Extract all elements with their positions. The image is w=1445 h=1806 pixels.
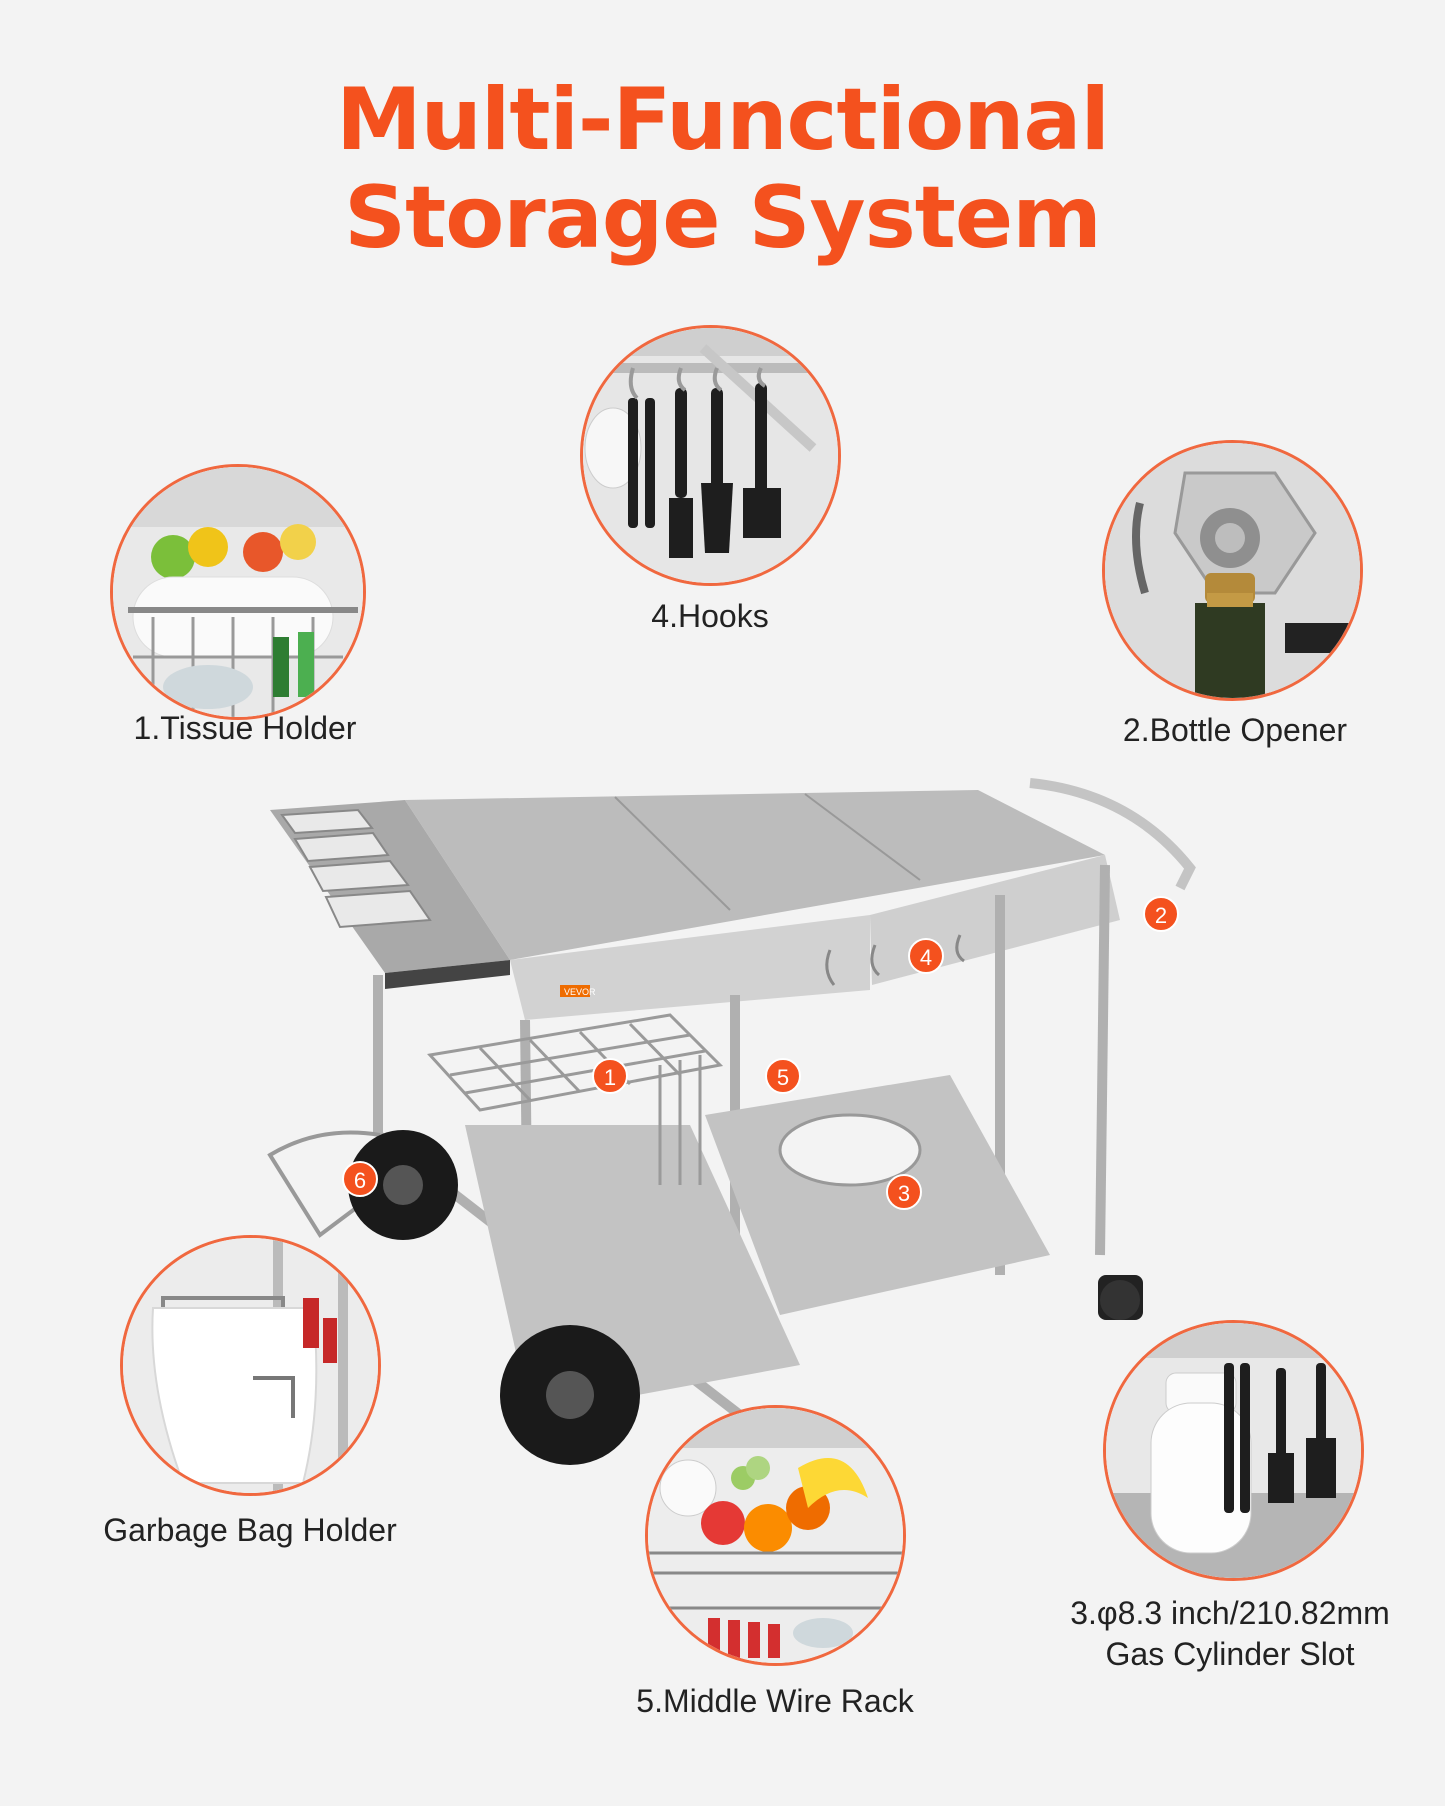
- tissue-holder-label: 1.Tissue Holder: [133, 710, 357, 746]
- garbage-bag-holder-label: Garbage Bag Holder: [103, 1512, 397, 1548]
- garbage-bag-holder-image: [120, 1235, 381, 1496]
- badge-6: 6: [342, 1161, 378, 1197]
- gas-cylinder-slot-label-line1: 3.φ8.3 inch/210.82mm: [1070, 1595, 1390, 1631]
- tissue-holder-image: [110, 464, 366, 720]
- middle-wire-rack-image: [645, 1405, 906, 1666]
- brand-logo: VEVOR: [564, 987, 596, 997]
- title-line-1: Multi-Functional: [336, 70, 1110, 170]
- hooks-image: [580, 325, 841, 586]
- gas-cylinder-slot-label-line2: Gas Cylinder Slot: [1105, 1636, 1355, 1672]
- badge-5: 5: [765, 1058, 801, 1094]
- title-line-2: Storage System: [344, 168, 1102, 268]
- badge-3: 3: [886, 1174, 922, 1210]
- badge-2: 2: [1143, 896, 1179, 932]
- badge-1: 1: [592, 1058, 628, 1094]
- bottle-opener-image: [1102, 440, 1363, 701]
- badge-4: 4: [908, 938, 944, 974]
- bottle-opener-label: 2.Bottle Opener: [1122, 712, 1348, 748]
- gas-cylinder-slot-image: [1103, 1320, 1364, 1581]
- hooks-label: 4.Hooks: [651, 598, 769, 634]
- middle-wire-rack-label: 5.Middle Wire Rack: [636, 1683, 914, 1719]
- grill-cart-illustration: VEVOR: [267, 778, 1196, 1465]
